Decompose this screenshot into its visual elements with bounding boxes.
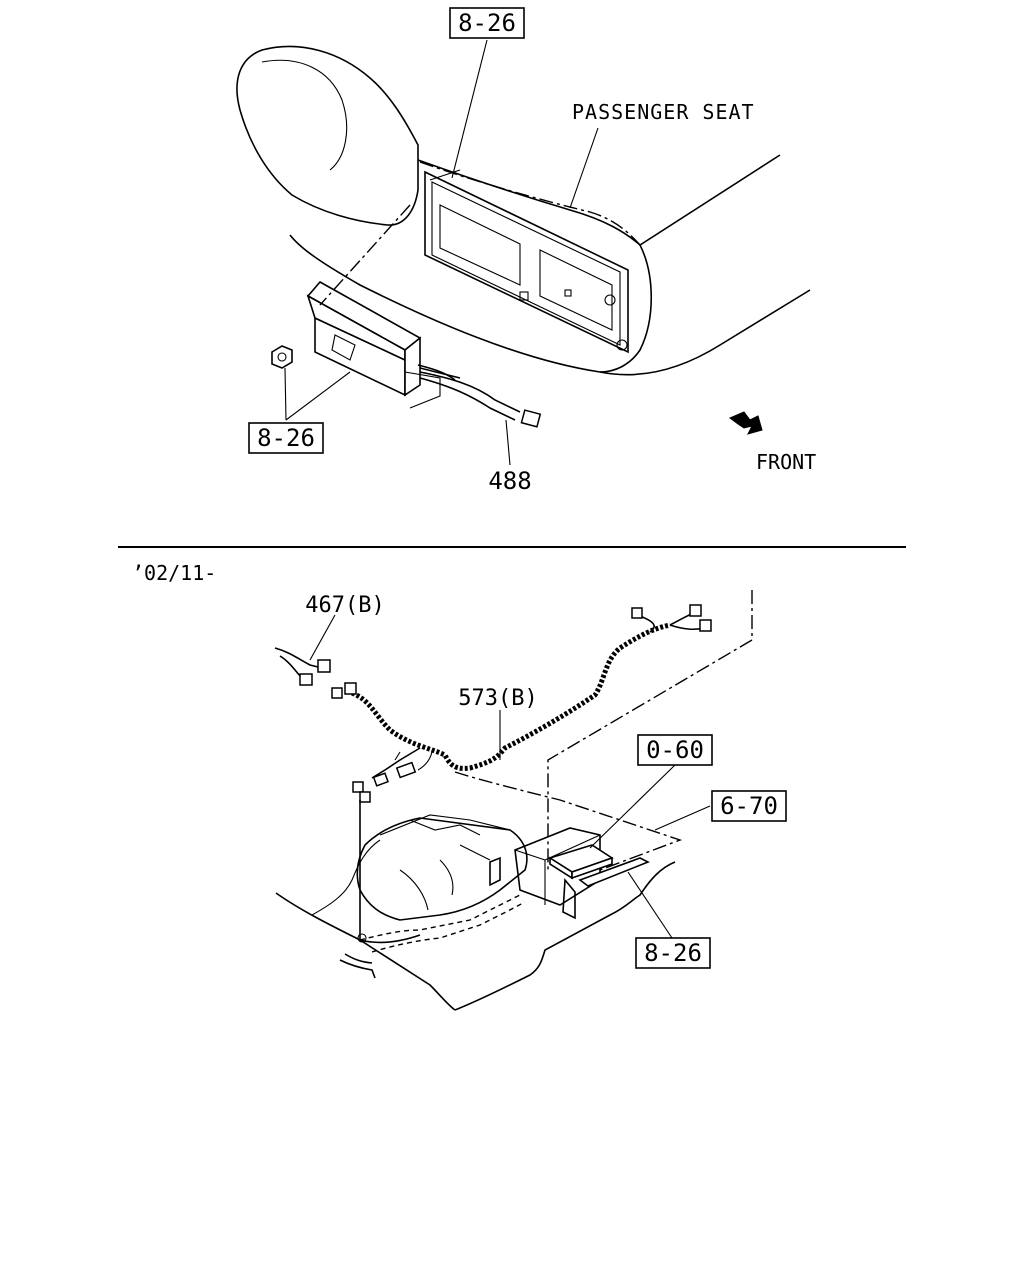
vehicle-floor	[275, 771, 683, 1011]
part-number-573b: 573(B)	[458, 686, 537, 711]
part-number-467b: 467(B)	[305, 593, 384, 618]
control-unit-box	[306, 280, 441, 409]
seat-back-outline	[236, 45, 419, 226]
harness-573b	[331, 604, 712, 803]
passenger-seat-label: PASSENGER SEAT	[572, 100, 755, 124]
leader-dash-bracket	[319, 204, 411, 306]
harness-488	[417, 364, 542, 428]
plate-8-26	[578, 857, 650, 887]
leader-passenger-seat	[569, 127, 599, 209]
leader-488	[505, 419, 511, 466]
ref-6-70: 6-70	[720, 792, 778, 820]
bottom-view: ’02/11-	[132, 561, 787, 1011]
ref-box-8-26	[635, 937, 711, 969]
seat-cushion-lower	[599, 289, 811, 376]
top-view: 8-26 PASSENGER SEAT 8-26 488 FRONT	[236, 7, 816, 495]
leader-8-26-bottom-b	[285, 371, 351, 421]
ref-box-bottom	[248, 422, 324, 454]
ref-8-26-lower: 8-26	[644, 939, 702, 967]
seat-bracket	[424, 169, 629, 354]
date-code: ’02/11-	[132, 561, 216, 585]
leader-573-right	[547, 590, 753, 870]
seat-cushion-top	[417, 154, 781, 246]
fuel-tank	[356, 814, 528, 953]
ref-box-0-60	[637, 734, 713, 766]
seat-cushion-dash	[419, 161, 641, 246]
ref-0-60: 0-60	[646, 736, 704, 764]
control-unit-0-60	[548, 844, 614, 880]
ref-8-26-top: 8-26	[458, 9, 516, 37]
nut-icon	[271, 345, 293, 369]
leader-0-60	[589, 764, 676, 849]
ref-box-top	[449, 7, 525, 39]
ref-8-26-bottom: 8-26	[257, 424, 315, 452]
leader-8-26-bottom-a	[284, 367, 287, 421]
ground-strap	[339, 959, 376, 979]
arrow-down-right-icon	[729, 411, 763, 435]
front-label: FRONT	[756, 450, 816, 474]
leader-6-70	[654, 805, 711, 831]
leader-467b	[309, 614, 336, 661]
harness-467b	[274, 647, 331, 686]
ref-box-6-70	[711, 790, 787, 822]
seat-back-inner	[261, 59, 348, 171]
ground-strap-b	[344, 953, 373, 964]
part-number-488: 488	[488, 467, 531, 495]
leader-8-26-lower	[627, 871, 673, 939]
leader-8-26-top	[451, 39, 488, 179]
seat-cushion-side	[289, 234, 652, 373]
ground-point	[357, 933, 367, 943]
